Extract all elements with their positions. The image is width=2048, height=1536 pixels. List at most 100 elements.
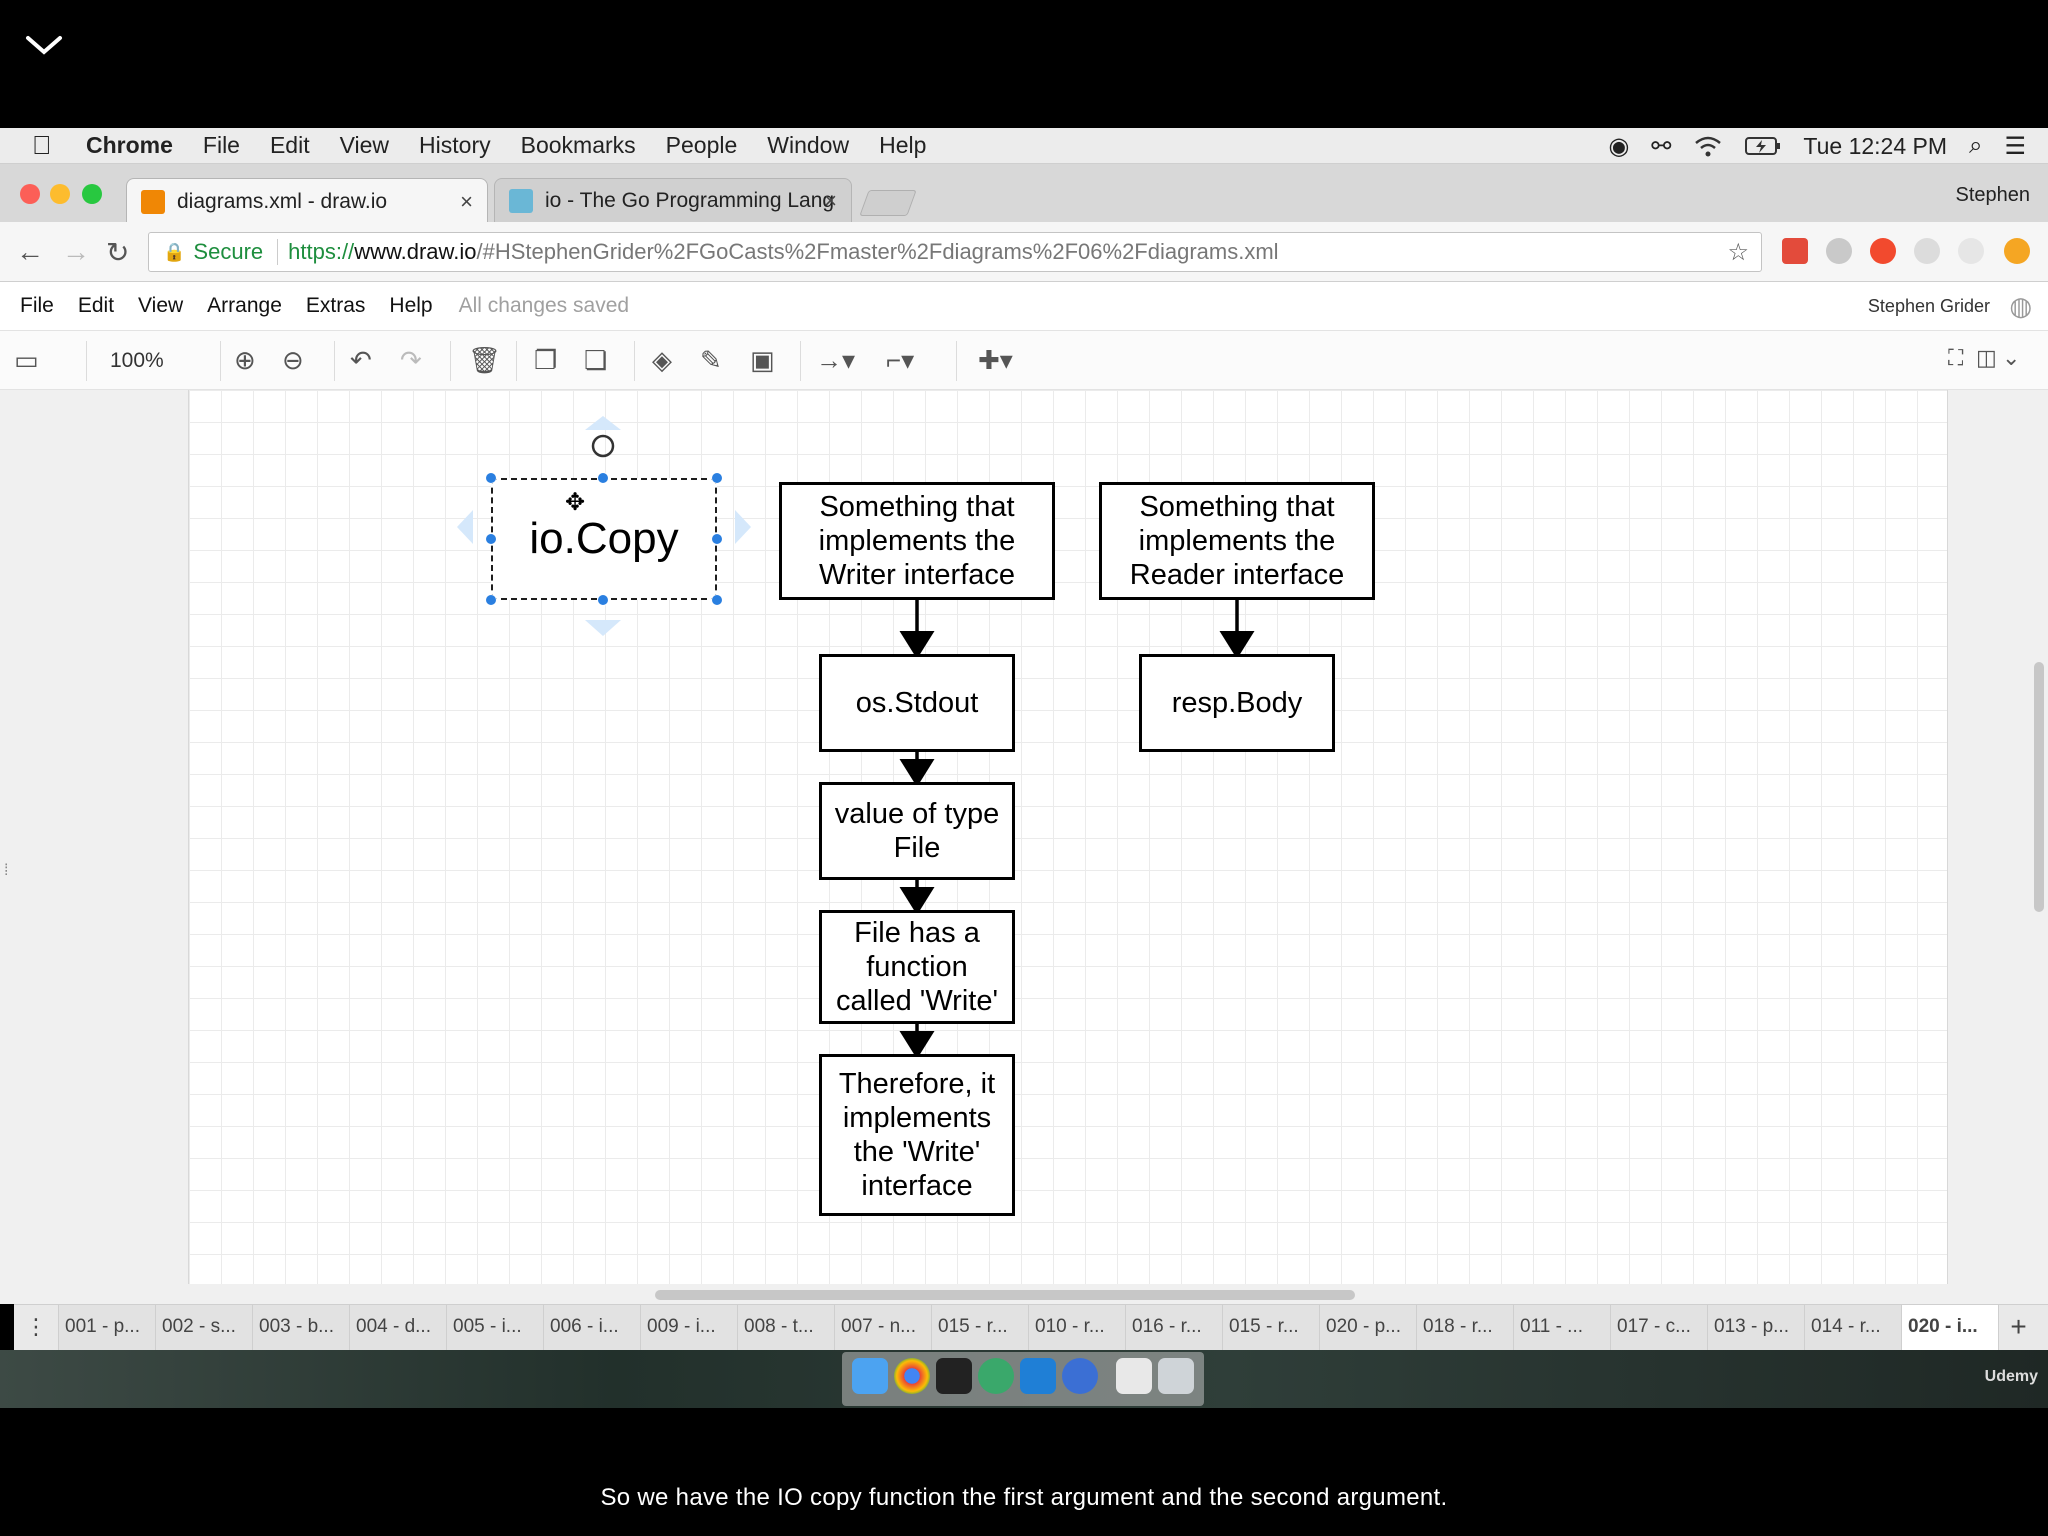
connection-style-icon[interactable]: →▾ (816, 345, 856, 375)
vscode-icon[interactable] (1020, 1358, 1056, 1394)
page-tab[interactable]: 015 - r... (931, 1305, 1028, 1350)
resize-handle[interactable] (711, 594, 723, 606)
node-writer[interactable]: Something that implements the Writer int… (779, 482, 1055, 600)
insert-plus-icon[interactable]: ✚▾ (978, 345, 1013, 375)
menubar-item-edit[interactable]: Edit (269, 132, 310, 158)
battery-icon[interactable] (1745, 136, 1781, 156)
drawio-menu-file[interactable]: File (20, 294, 54, 317)
tab-close-icon[interactable]: × (824, 187, 837, 213)
menubar-item-file[interactable]: File (202, 132, 240, 158)
node-therefore[interactable]: Therefore, it implements the 'Write' int… (819, 1054, 1015, 1216)
node-reader[interactable]: Something that implements the Reader int… (1099, 482, 1375, 600)
extension-lastpass-icon[interactable] (1782, 238, 1808, 264)
drawio-user-menu[interactable]: Stephen Grider (1867, 295, 1990, 316)
page-tab-active[interactable]: 020 - i... (1901, 1305, 1998, 1350)
page-tab[interactable]: 014 - r... (1804, 1305, 1901, 1350)
drawio-menu-extras[interactable]: Extras (305, 294, 366, 317)
collapse-toolbar-icon[interactable]: ⌄ (2002, 345, 2021, 370)
delete-trash-icon[interactable]: 🗑 (468, 345, 502, 375)
finder-icon[interactable] (852, 1358, 888, 1394)
page-tab[interactable]: 020 - p... (1319, 1305, 1416, 1350)
wifi-icon[interactable] (1693, 134, 1723, 158)
undo-icon[interactable]: ↶ (350, 345, 372, 375)
node-resp-body[interactable]: resp.Body (1139, 654, 1335, 752)
page-tab[interactable]: 004 - d... (349, 1305, 446, 1350)
extension-pushbullet-icon[interactable] (1958, 238, 1984, 264)
redo-icon[interactable]: ↷ (400, 345, 422, 375)
menubar-app-name[interactable]: Chrome (86, 132, 173, 158)
clone-arrow-up-icon[interactable] (585, 416, 621, 430)
page-tab[interactable]: 016 - r... (1125, 1305, 1222, 1350)
fullscreen-icon[interactable]: ⛶ (1948, 345, 1964, 370)
page-tab[interactable]: 003 - b... (252, 1305, 349, 1350)
zoom-out-icon[interactable]: ⊖ (282, 345, 304, 375)
zoom-dropdown[interactable]: 100% (110, 349, 164, 372)
to-front-icon[interactable]: ❐ (534, 345, 558, 375)
menubar-item-window[interactable]: Window (767, 132, 850, 158)
menubar-item-bookmarks[interactable]: Bookmarks (520, 132, 636, 158)
window-close-button[interactable] (20, 184, 40, 204)
format-panel-toggle-icon[interactable]: ▭ (14, 345, 39, 375)
tab-close-icon[interactable]: × (460, 188, 473, 214)
page-tab[interactable]: 006 - i... (543, 1305, 640, 1350)
add-page-icon[interactable]: + (1998, 1305, 2038, 1350)
chrome-icon[interactable] (894, 1358, 930, 1394)
clone-arrow-left-icon[interactable] (457, 510, 473, 544)
resize-handle[interactable] (485, 594, 497, 606)
panel-layout-icon[interactable]: ◫ (1976, 345, 1997, 370)
page-tab[interactable]: 011 - ... (1513, 1305, 1610, 1350)
page-tab[interactable]: 009 - i... (640, 1305, 737, 1350)
rotate-handle-icon[interactable] (591, 434, 615, 458)
new-tab-button[interactable] (859, 190, 917, 216)
back-arrow-icon[interactable]: ← (16, 236, 44, 267)
page-tab[interactable]: 015 - r... (1222, 1305, 1319, 1350)
drawio-menu-edit[interactable]: Edit (77, 294, 115, 317)
pages-menu-icon[interactable]: ⋮ (25, 1314, 47, 1339)
node-os-stdout[interactable]: os.Stdout (819, 654, 1015, 752)
trash-icon[interactable] (1158, 1358, 1194, 1394)
menubar-item-people[interactable]: People (665, 132, 738, 158)
resize-handle[interactable] (597, 594, 609, 606)
resize-handle[interactable] (597, 472, 609, 484)
extension-drive-icon[interactable] (1826, 238, 1852, 264)
zoom-in-icon[interactable]: ⊕ (234, 345, 256, 375)
address-bar[interactable]: 🔒 Secure https:// www.draw.io /#HStephen… (148, 232, 1762, 272)
page-tab[interactable]: 013 - p... (1707, 1305, 1804, 1350)
apple-icon[interactable]:  (32, 130, 60, 161)
chevron-down-icon[interactable] (24, 30, 64, 60)
bookmark-star-icon[interactable]: ☆ (1727, 238, 1749, 266)
glasses-icon[interactable]: ⚯ (1651, 132, 1672, 160)
notification-center-icon[interactable]: ☰ (2004, 132, 2026, 160)
terminal-icon[interactable] (936, 1358, 972, 1394)
tab-drawio[interactable]: diagrams.xml - draw.io × (126, 178, 488, 224)
drawio-menu-view[interactable]: View (138, 294, 184, 317)
window-minimize-button[interactable] (50, 184, 70, 204)
resize-handle[interactable] (485, 472, 497, 484)
page-tab[interactable]: 002 - s... (155, 1305, 252, 1350)
diagram-canvas[interactable]: io.Copy ✥ Something that implements the … (188, 390, 1948, 1284)
reload-icon[interactable]: ↻ (106, 237, 130, 268)
menubar-item-help[interactable]: Help (879, 132, 927, 158)
page-tab[interactable]: 017 - c... (1610, 1305, 1707, 1350)
shadow-icon[interactable]: ▣ (750, 345, 775, 375)
resize-handle[interactable] (485, 533, 497, 545)
horizontal-scrollbar[interactable] (655, 1290, 1355, 1300)
line-color-icon[interactable]: ✎ (700, 345, 722, 375)
clone-arrow-right-icon[interactable] (735, 510, 751, 544)
drawio-menu-arrange[interactable]: Arrange (207, 294, 282, 317)
page-tab[interactable]: 018 - r... (1416, 1305, 1513, 1350)
record-icon[interactable]: ◉ (1608, 132, 1630, 160)
to-back-icon[interactable]: ❏ (584, 345, 608, 375)
resize-handle[interactable] (711, 472, 723, 484)
fill-color-icon[interactable]: ◈ (652, 345, 672, 375)
page-tab[interactable]: 001 - p... (58, 1305, 155, 1350)
profile-name[interactable]: Stephen (1955, 184, 2030, 206)
drawio-menu-help[interactable]: Help (389, 294, 433, 317)
spotlight-search-icon[interactable]: ⌕ (1969, 132, 1983, 159)
extension-ublock-icon[interactable] (1870, 238, 1896, 264)
extension-feather-icon[interactable] (1914, 238, 1940, 264)
globe-icon[interactable]: ◍ (2009, 290, 2032, 321)
node-file-write[interactable]: File has a function called 'Write' (819, 910, 1015, 1024)
resize-handle[interactable] (711, 533, 723, 545)
page-tab[interactable]: 008 - t... (737, 1305, 834, 1350)
